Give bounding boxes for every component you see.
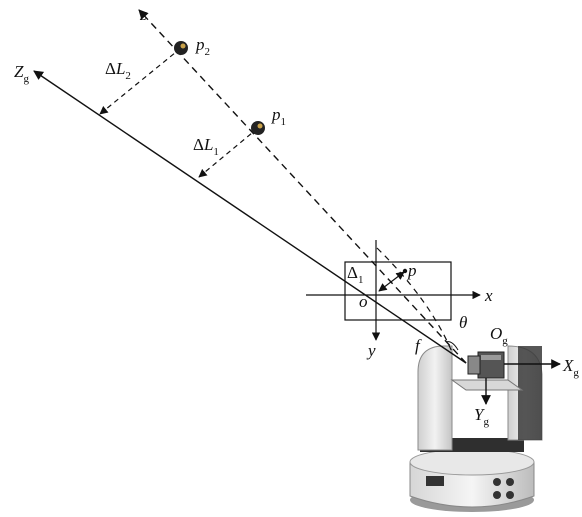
robot-base-port [506,478,514,486]
label-p2: p2 [195,35,210,58]
robot-base-panel [426,476,444,486]
robot-crossbar [450,379,524,391]
image-point-p [402,268,408,274]
label-delta-l2: ΔL2 [105,59,131,82]
label-o: o [359,292,368,311]
camera-highlight [481,355,501,360]
delta-l2-arrow [99,47,182,115]
label-p1: p1 [271,105,286,128]
label-delta-l1: ΔL1 [193,135,219,158]
label-theta: θ [459,313,467,332]
label-delta-1: Δ1 [347,263,363,286]
geometry-lines [33,9,561,405]
target-point-p1 [251,121,265,135]
label-og: Og [490,324,508,347]
robot-base-port [493,491,501,499]
image-plane [344,261,452,321]
robot-base-top [409,448,535,476]
robot-left-arm [417,345,453,451]
label-xg: Xg [562,356,579,379]
target-point-p2 [174,41,188,55]
delta-1-arrow [378,271,405,292]
delta-l1-arrow [198,127,259,178]
label-p: p [407,261,417,280]
robot-base-port [493,478,501,486]
robot-right-arm-side [518,346,542,440]
label-z: z [139,5,147,24]
dashed-curve [376,247,453,353]
label-zg: Zg [14,62,29,85]
label-yg: Yg [474,405,489,428]
label-x: x [484,286,493,305]
robot-base-port [506,491,514,499]
label-f: f [415,336,422,355]
z-ray [138,9,467,364]
label-y: y [366,341,376,360]
pan-tilt-robot [409,345,543,512]
camera-lens [467,355,481,375]
theta-arc [445,341,459,351]
zg-axis [33,70,467,364]
